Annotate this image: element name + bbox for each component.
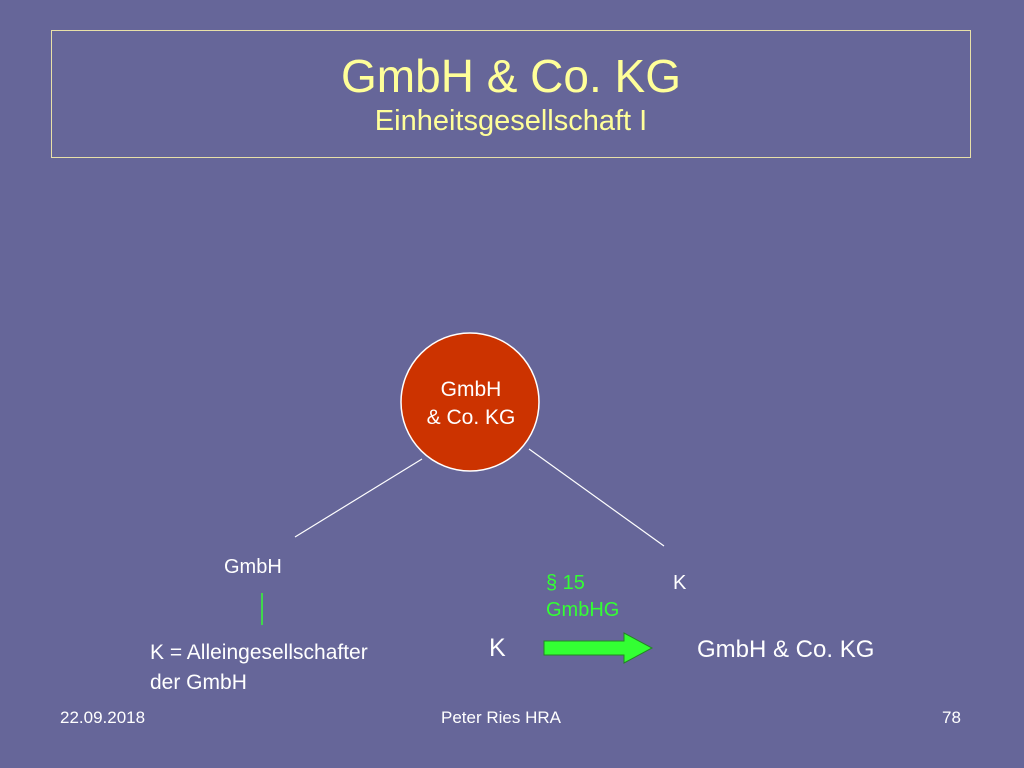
- footer-page-number: 78: [942, 708, 961, 727]
- ownership-note-line1: K = Alleingesellschafter: [150, 641, 368, 664]
- top-node-line2: & Co. KG: [426, 406, 516, 429]
- top-node-label: GmbH & Co. KG: [401, 376, 541, 432]
- connector-right: [528, 448, 665, 547]
- ownership-note: K = Alleingesellschafter der GmbH: [150, 638, 368, 698]
- top-node-line1: GmbH: [440, 378, 502, 401]
- top-node-circle: [400, 332, 540, 472]
- left-node-label: GmbH: [224, 556, 282, 578]
- slide-subtitle: Einheitsgesellschaft I: [374, 105, 648, 137]
- connector-left: [294, 458, 423, 538]
- footer-author: Peter Ries HRA: [441, 708, 561, 727]
- arrow-target-label: GmbH & Co. KG: [697, 636, 875, 663]
- title-box: GmbH & Co. KG Einheitsgesellschaft I: [51, 30, 971, 158]
- arrow-label: § 15 GmbHG: [546, 570, 619, 624]
- slide-title: GmbH & Co. KG: [341, 50, 681, 102]
- arrow-source-label: K: [489, 634, 506, 662]
- right-node-label: K: [673, 572, 687, 594]
- ownership-note-line2: der GmbH: [150, 671, 247, 694]
- footer-date: 22.09.2018: [60, 708, 146, 727]
- arrow-label-line2: GmbHG: [546, 599, 620, 621]
- arrow-label-line1: § 15: [546, 572, 585, 594]
- arrow-shape: [543, 632, 654, 664]
